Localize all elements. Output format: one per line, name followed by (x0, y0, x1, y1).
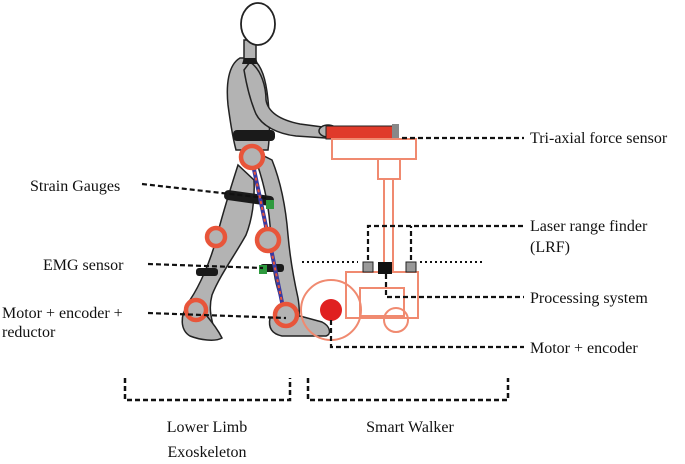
label-strain-gauges: Strain Gauges (30, 178, 120, 195)
front-wheel (383, 307, 409, 333)
label-force-sensor: Tri-axial force sensor (530, 130, 668, 147)
processing-unit (378, 262, 392, 274)
group-label-exoskeleton-line2: Exoskeleton (167, 444, 246, 461)
label-motor-reductor-line1: Motor + encoder + (2, 305, 123, 322)
knee-joint-back (204, 225, 228, 249)
head (240, 2, 276, 46)
leader-lrf (366, 224, 524, 260)
label-processing-system: Processing system (530, 290, 648, 307)
label-lrf-line2: (LRF) (530, 239, 570, 256)
motor (320, 299, 342, 321)
walker-base-inner (359, 287, 405, 317)
shank-strap-lower (196, 268, 218, 276)
strain-gauge-rod-upper-dash (251, 159, 269, 237)
smart-walker (300, 124, 419, 341)
shoulder-strap (242, 58, 258, 64)
label-lrf-line1: Laser range finder (530, 218, 648, 235)
bracket-walker (306, 378, 510, 402)
ankle-joint-front (272, 301, 300, 329)
label-motor-encoder: Motor + encoder (530, 340, 638, 357)
lrf-sensor-left (362, 261, 374, 273)
leader-strain-gauges (141, 182, 267, 200)
bracket-exoskeleton (123, 378, 292, 402)
column-upper (377, 158, 401, 180)
group-label-walker: Smart Walker (366, 419, 454, 436)
strain-gauge-rod-lower (268, 243, 286, 313)
emg-sensor-thigh (266, 200, 274, 209)
handle-base (331, 138, 417, 160)
waist-belt (233, 130, 275, 141)
knee-joint-front (254, 226, 282, 254)
leader-motor-encoder (329, 320, 524, 349)
walker-handle-cap (392, 124, 399, 139)
label-emg-sensor: EMG sensor (43, 257, 124, 274)
leader-motor-reductor (147, 311, 287, 320)
emg-sensor-shank (259, 265, 267, 274)
leader-emg (147, 262, 264, 270)
hip-joint-front (238, 143, 266, 171)
human-figure (181, 2, 338, 341)
group-label-exoskeleton-line1: Lower Limb (167, 419, 247, 436)
leader-processing (384, 274, 524, 299)
walker-handle (325, 125, 399, 140)
label-motor-reductor-line2: reductor (2, 324, 56, 341)
lrf-sensor-right (405, 261, 417, 273)
ankle-joint-back (183, 297, 209, 323)
